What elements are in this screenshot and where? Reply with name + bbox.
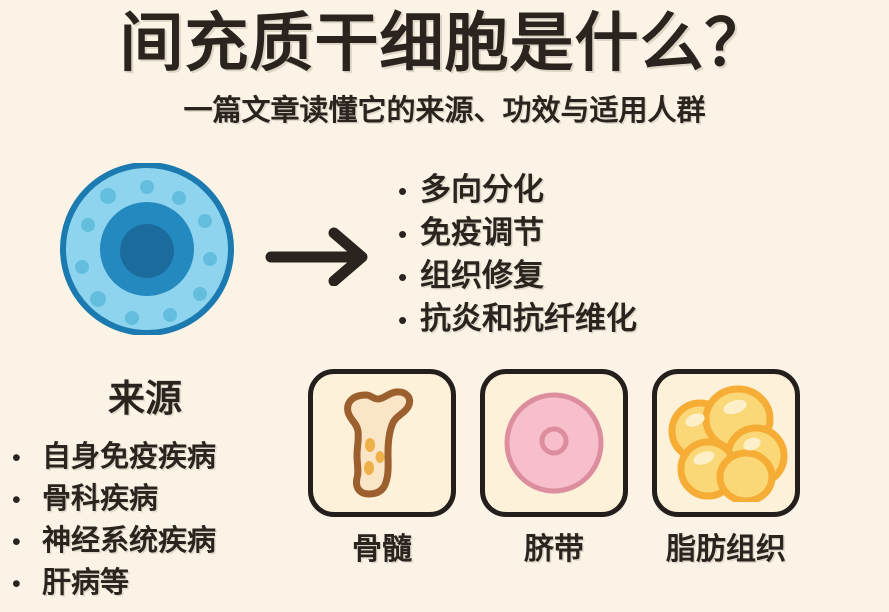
- source-cards: 骨髓 脐带: [308, 369, 880, 569]
- benefit-item: • 组织修复: [398, 254, 868, 297]
- stem-cell-illustration: [40, 163, 254, 335]
- card-icon-frame: [308, 369, 456, 517]
- page-subtitle: 一篇文章读懂它的来源、功效与适用人群: [183, 95, 706, 127]
- card-label: 脐带: [524, 533, 584, 566]
- arrow-container: [262, 224, 382, 287]
- condition-label: 骨科疾病: [42, 483, 159, 515]
- source-card-bone-marrow: 骨髓: [308, 369, 456, 569]
- condition-label: 肝病等: [42, 567, 130, 599]
- card-label: 骨髓: [352, 533, 412, 566]
- bullet-icon: •: [12, 528, 21, 556]
- bullet-icon: •: [12, 444, 21, 472]
- condition-item: • 自身免疫疾病: [12, 436, 302, 478]
- benefit-label: 免疫调节: [420, 215, 544, 250]
- bullet-icon: •: [398, 219, 408, 249]
- condition-item: • 骨科疾病: [12, 478, 302, 520]
- condition-label: 自身免疫疾病: [42, 441, 217, 473]
- bullet-icon: •: [398, 262, 408, 292]
- benefits-list: • 多向分化 • 免疫调节 • 组织修复 • 抗炎和抗纤维化: [398, 168, 868, 340]
- conditions-list: • 自身免疫疾病 • 骨科疾病 • 神经系统疾病 • 肝病等: [12, 436, 302, 604]
- benefit-label: 组织修复: [420, 258, 544, 293]
- bullet-icon: •: [398, 305, 408, 335]
- bone-icon: [344, 388, 414, 498]
- benefit-item: • 抗炎和抗纤维化: [398, 297, 868, 340]
- stem-cell-icon: [60, 163, 234, 335]
- benefit-label: 多向分化: [420, 172, 544, 207]
- benefit-item: • 多向分化: [398, 168, 868, 211]
- benefit-item: • 免疫调节: [398, 211, 868, 254]
- card-label: 脂肪组织: [666, 533, 786, 566]
- condition-item: • 神经系统疾病: [12, 520, 302, 562]
- bullet-icon: •: [12, 570, 21, 598]
- page-title: 间充质干细胞是什么？: [119, 7, 770, 79]
- card-icon-frame: [652, 369, 800, 517]
- condition-item: • 肝病等: [12, 562, 302, 604]
- umbilical-cord-icon: [504, 392, 604, 494]
- bullet-icon: •: [12, 486, 21, 514]
- arrow-right-icon: [265, 227, 368, 287]
- source-card-adipose-tissue: 脂肪组织: [652, 369, 800, 569]
- adipose-tissue-icon: [668, 385, 788, 502]
- condition-label: 神经系统疾病: [42, 525, 217, 557]
- card-icon-frame: [480, 369, 628, 517]
- bullet-icon: •: [398, 176, 408, 206]
- sources-heading: 来源: [108, 378, 182, 419]
- benefit-label: 抗炎和抗纤维化: [420, 301, 637, 336]
- source-card-umbilical-cord: 脐带: [480, 369, 628, 569]
